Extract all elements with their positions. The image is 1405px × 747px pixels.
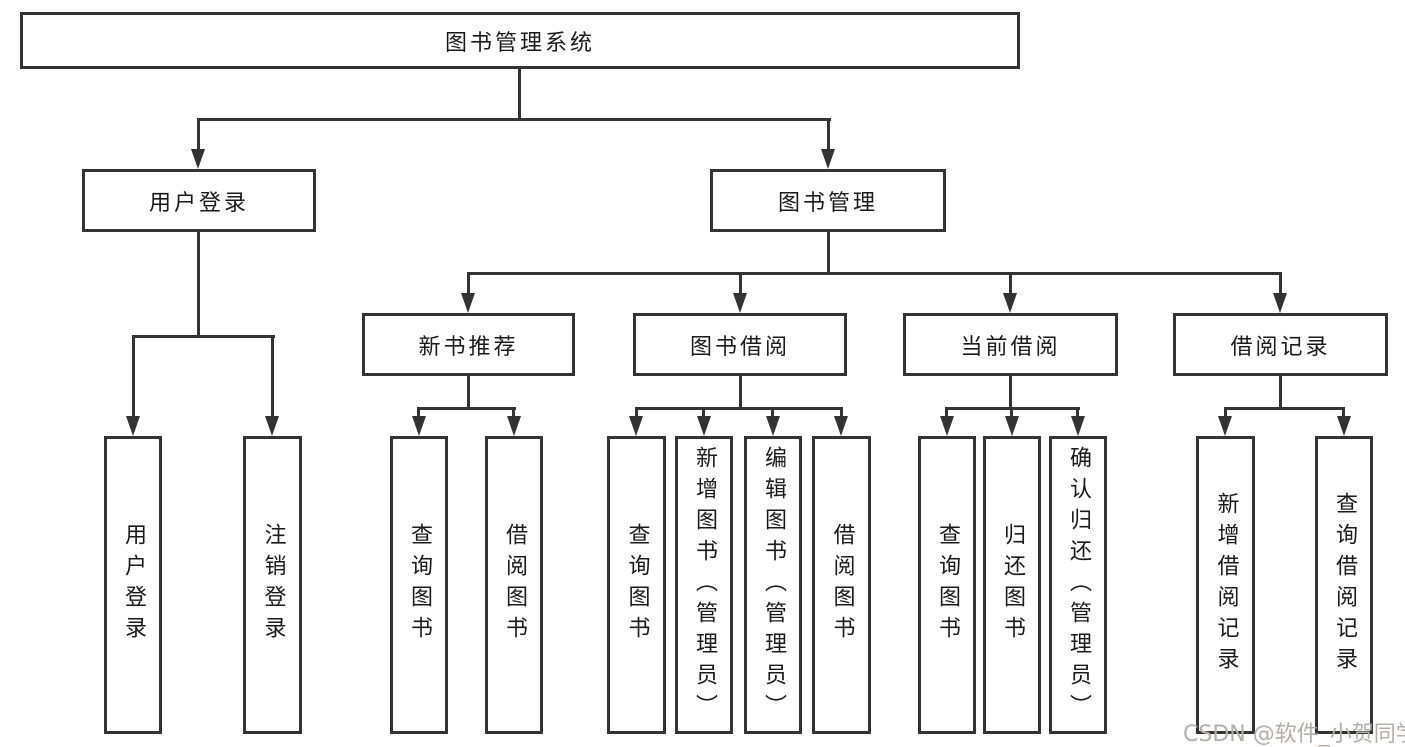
node-book-mgmt-label: 图书管理 (777, 190, 878, 216)
arrowhead-borrow-records-leaf-1 (1337, 416, 1351, 436)
connector-book-borrow-drop-3 (840, 407, 843, 418)
connector-borrow-records-bar (1224, 407, 1345, 410)
connector-book-borrow-bar (635, 407, 843, 410)
leaf-book-borrow-0: 查询图书 (607, 436, 666, 734)
connector-current-borrow-drop-0 (945, 407, 948, 418)
arrowhead-book-mgmt (821, 149, 835, 169)
node-current-borrow-label: 当前借阅 (960, 334, 1061, 360)
leaf-new-book-rec-1: 借阅图书 (485, 436, 543, 734)
leaf-new-book-rec-0-label: 查询图书 (407, 523, 432, 647)
connector-current-borrow-drop-2 (1076, 407, 1079, 418)
arrowhead-current-borrow-leaf-0 (940, 416, 954, 436)
leaf-user-login-0-label: 用户登录 (121, 523, 146, 647)
leaf-book-borrow-2-label: 编辑图书（管理员） (761, 445, 786, 725)
connector-book-borrow-stem (739, 376, 742, 407)
connector-root-drop-right (827, 118, 830, 154)
connector-root-drop-left (197, 118, 200, 154)
connector-new-book-rec-bar (417, 407, 516, 410)
connector-book-mgmt-bar (467, 272, 1282, 275)
leaf-borrow-records-1-label: 查询借阅记录 (1332, 492, 1357, 678)
arrowhead-book-borrow-leaf-0 (629, 416, 643, 436)
connector-root-bar (197, 118, 831, 121)
leaf-borrow-records-0: 新增借阅记录 (1196, 436, 1255, 734)
connector-root-stem (518, 68, 521, 118)
leaf-user-login-1: 注销登录 (243, 436, 302, 734)
connector-new-book-rec-stem (467, 376, 470, 407)
leaf-book-borrow-0-label: 查询图书 (624, 523, 650, 647)
node-user-login-label: 用户登录 (148, 190, 249, 216)
connector-user-login-stem (197, 232, 200, 335)
node-borrow-records: 借阅记录 (1173, 313, 1388, 376)
arrowhead-current-borrow-leaf-1 (1005, 416, 1019, 436)
leaf-book-borrow-2: 编辑图书（管理员） (744, 436, 802, 734)
arrowhead-book-borrow-leaf-2 (766, 416, 780, 436)
leaf-user-login-0: 用户登录 (104, 436, 162, 734)
arrowhead-current-borrow-leaf-2 (1071, 416, 1085, 436)
node-root-label: 图书管理系统 (444, 30, 595, 56)
connector-borrow-records-stem (1279, 376, 1282, 407)
leaf-borrow-records-1: 查询借阅记录 (1315, 436, 1373, 734)
arrowhead-new-book-rec-leaf-0 (412, 416, 426, 436)
arrowhead-new-book-rec (461, 293, 475, 313)
node-book-mgmt: 图书管理 (710, 169, 946, 232)
leaf-current-borrow-1: 归还图书 (983, 436, 1041, 734)
arrowhead-user-login-leaf-1 (265, 416, 279, 436)
connector-new-book-rec-drop-0 (417, 407, 420, 418)
node-book-borrow: 图书借阅 (633, 313, 847, 376)
node-user-login: 用户登录 (82, 169, 316, 232)
connector-current-borrow-stem (1009, 376, 1012, 407)
arrowhead-borrow-records-leaf-0 (1218, 416, 1232, 436)
arrowhead-book-borrow (733, 293, 747, 313)
leaf-new-book-rec-1-label: 借阅图书 (502, 523, 527, 647)
node-new-book-rec: 新书推荐 (362, 313, 575, 376)
connector-book-mgmt-drop-0 (467, 272, 470, 295)
node-root: 图书管理系统 (20, 12, 1020, 69)
connector-book-borrow-drop-0 (635, 407, 638, 418)
leaf-current-borrow-1-label: 归还图书 (1000, 523, 1025, 647)
leaf-current-borrow-2-label: 确认归还（管理员） (1066, 445, 1091, 725)
node-new-book-rec-label: 新书推荐 (418, 334, 519, 360)
leaf-user-login-1-label: 注销登录 (260, 523, 286, 647)
arrowhead-current-borrow (1003, 293, 1017, 313)
leaf-book-borrow-1-label: 新增图书（管理员） (692, 445, 717, 725)
connector-book-borrow-drop-1 (702, 407, 705, 418)
connector-book-borrow-drop-2 (771, 407, 774, 418)
leaf-borrow-records-0-label: 新增借阅记录 (1213, 492, 1239, 678)
connector-book-mgmt-drop-1 (739, 272, 742, 295)
leaf-book-borrow-3: 借阅图书 (812, 436, 871, 734)
arrowhead-book-borrow-leaf-3 (834, 416, 848, 436)
connector-book-mgmt-drop-2 (1009, 272, 1012, 295)
node-book-borrow-label: 图书借阅 (689, 334, 790, 360)
csdn-watermark: CSDN @软件_小贺同学 (1183, 722, 1405, 747)
leaf-current-borrow-0-label: 查询图书 (935, 523, 960, 647)
connector-user-login-drop-0 (132, 335, 135, 418)
connector-user-login-drop-1 (271, 335, 274, 418)
leaf-new-book-rec-0: 查询图书 (390, 436, 448, 734)
arrowhead-book-borrow-leaf-1 (697, 416, 711, 436)
connector-book-mgmt-stem (827, 232, 830, 272)
connector-borrow-records-drop-0 (1224, 407, 1227, 418)
node-borrow-records-label: 借阅记录 (1230, 334, 1331, 360)
leaf-book-borrow-1: 新增图书（管理员） (675, 436, 733, 734)
arrowhead-user-login-leaf-0 (126, 416, 140, 436)
arrowhead-new-book-rec-leaf-1 (507, 416, 521, 436)
connector-book-mgmt-drop-3 (1279, 272, 1282, 295)
connector-current-borrow-drop-1 (1010, 407, 1013, 418)
node-current-borrow: 当前借阅 (903, 313, 1118, 376)
leaf-current-borrow-0: 查询图书 (918, 436, 976, 734)
leaf-current-borrow-2: 确认归还（管理员） (1049, 436, 1107, 734)
connector-user-login-bar (132, 335, 275, 338)
connector-new-book-rec-drop-1 (512, 407, 515, 418)
arrowhead-user-login (191, 149, 205, 169)
arrowhead-borrow-records (1273, 293, 1287, 313)
connector-borrow-records-drop-1 (1342, 407, 1345, 418)
leaf-book-borrow-3-label: 借阅图书 (829, 523, 855, 647)
